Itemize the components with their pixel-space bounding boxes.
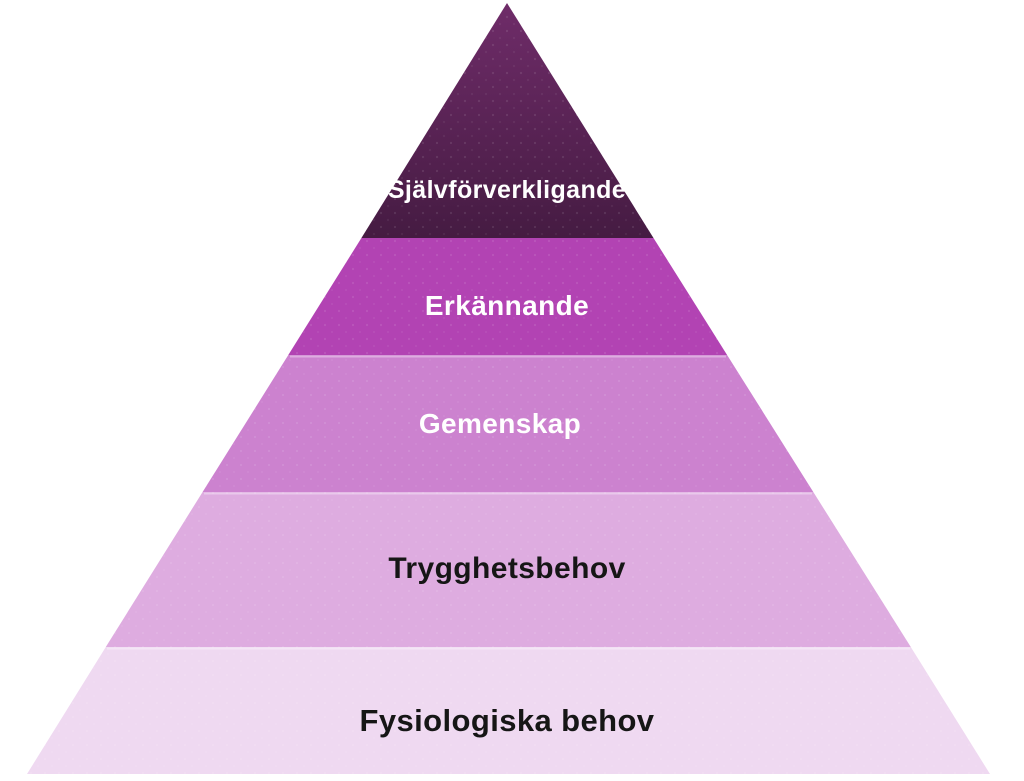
pyramid-level-2-label: Erkännande (425, 290, 589, 321)
pyramid-level-5-label: Fysiologiska behov (360, 703, 655, 738)
pyramid-level-4-label: Trygghetsbehov (388, 552, 625, 585)
pyramid-level-1-label: Självförverkligande (388, 176, 626, 204)
pyramid-texture-overlay (27, 3, 990, 774)
pyramid-level-3-label: Gemenskap (419, 408, 581, 439)
